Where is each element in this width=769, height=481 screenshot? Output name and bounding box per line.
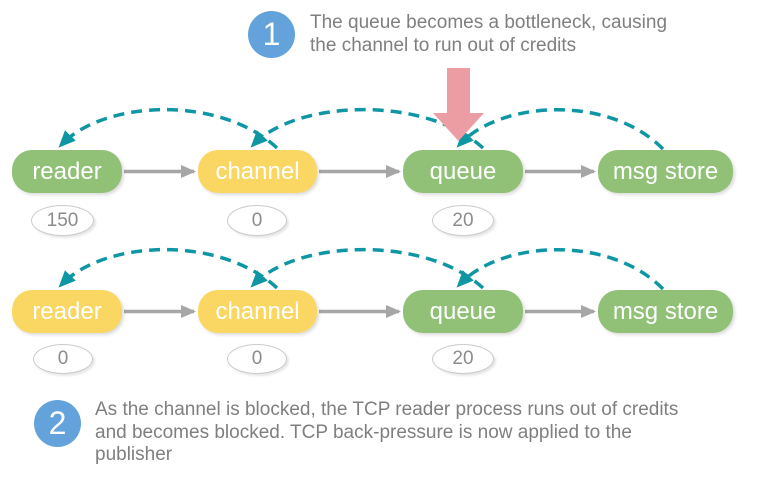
credit-flow-arc <box>250 107 485 150</box>
node-msgstore-row2: msg store <box>598 290 733 333</box>
node-queue-row2: queue <box>403 290 523 333</box>
node-channel-row1: channel <box>198 150 317 193</box>
step-1-badge: 1 <box>248 11 295 58</box>
node-queue-row1: queue <box>403 150 523 193</box>
credit-flow-arc <box>58 247 279 290</box>
step-1-text: The queue becomes a bottleneck, causing … <box>310 12 667 57</box>
node-msgstore-row1: msg store <box>598 150 733 193</box>
credit-count-reader-row1: 150 <box>31 205 94 236</box>
credit-flow-arc <box>250 247 485 290</box>
step-2-line: publisher <box>95 444 173 465</box>
credit-flow-arc <box>456 248 665 291</box>
credit-flow-arc <box>456 108 665 151</box>
node-channel-row2: channel <box>198 290 317 333</box>
step-1-line: the channel to run out of credits <box>310 34 577 56</box>
credit-count-reader-row2: 0 <box>33 344 93 374</box>
credit-count-channel-row2: 0 <box>227 344 287 374</box>
credit-count-queue-row2: 20 <box>432 344 494 374</box>
step-2-line: and becomes blocked. TCP back-pressure i… <box>95 421 632 443</box>
step-1-line: The queue becomes a bottleneck, causing <box>310 12 668 33</box>
credit-flow-arc <box>58 107 279 150</box>
node-reader-row2: reader <box>12 290 122 333</box>
step-2-badge: 2 <box>34 400 81 447</box>
step-2-line: As the channel is blocked, the TCP reade… <box>95 399 679 420</box>
credit-count-channel-row1: 0 <box>227 205 287 236</box>
credit-count-queue-row1: 20 <box>432 205 494 236</box>
bottleneck-arrow-icon <box>433 68 484 141</box>
node-reader-row1: reader <box>12 150 122 193</box>
step-2-text: As the channel is blocked, the TCP reade… <box>95 399 678 467</box>
